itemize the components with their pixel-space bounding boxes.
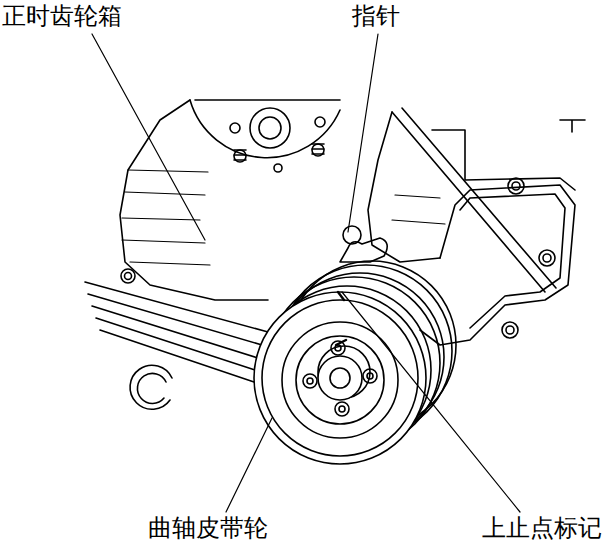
crankshaft-pulley bbox=[254, 261, 456, 464]
cam-sprocket bbox=[190, 100, 340, 158]
part-label: 上止点标记 bbox=[482, 514, 602, 542]
timing-cover bbox=[120, 100, 440, 300]
bracket bbox=[420, 185, 575, 345]
timing-belt bbox=[392, 108, 556, 292]
drive-belt bbox=[85, 282, 268, 382]
part-label: 指针 bbox=[352, 2, 400, 30]
cover-ribs bbox=[122, 170, 210, 265]
part-label: 正时齿轮箱 bbox=[2, 2, 122, 30]
snap-ring bbox=[130, 365, 172, 409]
part-label: 曲轴皮带轮 bbox=[148, 514, 268, 542]
leader-lines bbox=[92, 34, 520, 512]
